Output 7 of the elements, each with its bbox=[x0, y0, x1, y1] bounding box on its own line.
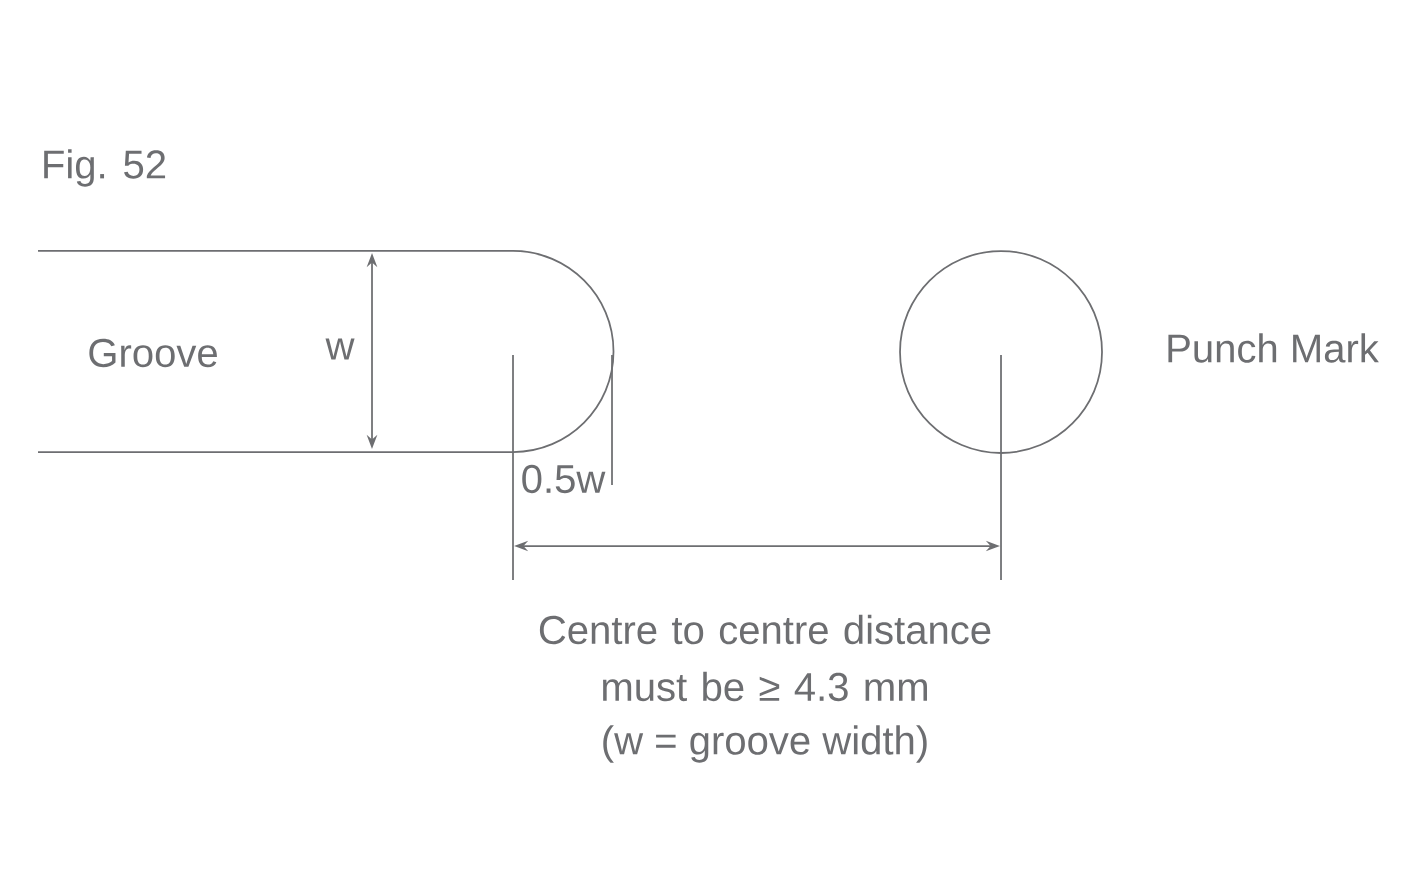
part-label: Punch Mark bbox=[1168, 333, 1379, 363]
note-text: Centre to centre distance must be ≥ 4.3 mm bbox=[539, 614, 991, 702]
figure-title: Fig. 52 bbox=[44, 149, 166, 187]
dimension-label: w bbox=[325, 338, 355, 360]
note-text: (w = groove width) bbox=[603, 725, 927, 763]
dimension-label: 0.5w bbox=[522, 464, 606, 494]
part-label: Groove bbox=[89, 338, 217, 368]
